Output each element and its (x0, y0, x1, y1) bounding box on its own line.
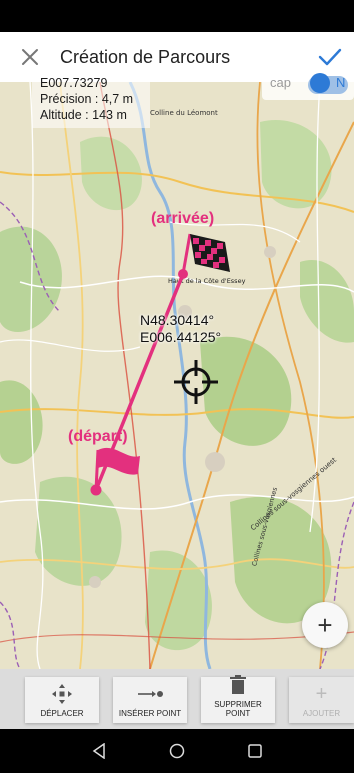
move-icon (51, 684, 73, 704)
place-label-colline: Colline du Léomont (150, 109, 218, 117)
add-icon: + (315, 682, 328, 705)
trash-icon (230, 675, 246, 695)
arrival-flag-icon[interactable] (178, 233, 230, 279)
map-background: Colline du Léomont Haut de la Côte d'Ess… (0, 82, 354, 669)
back-icon[interactable] (92, 743, 106, 759)
system-nav-bar (0, 729, 354, 773)
center-latitude: N48.30414° (140, 312, 215, 328)
status-bar (0, 0, 354, 32)
gps-precision: Précision : 4,7 m (40, 92, 134, 106)
cap-toggle-indicator: N (336, 75, 346, 90)
cap-toggle-knob[interactable] (310, 73, 330, 93)
map-view[interactable]: Colline du Léomont Haut de la Côte d'Ess… (0, 82, 354, 669)
gps-partial-line: E007.73279 (40, 76, 108, 90)
add-button[interactable]: + AJOUTER (289, 677, 354, 723)
arrival-label: (arrivée) (151, 210, 215, 227)
close-icon (22, 49, 38, 65)
gps-altitude: Altitude : 143 m (40, 108, 127, 122)
start-label: (départ) (68, 428, 128, 445)
cap-toggle-label: cap (270, 75, 291, 90)
confirm-button[interactable] (306, 32, 354, 82)
gps-info-panel: E007.73279 Précision : 4,7 m Altitude : … (32, 76, 150, 128)
start-flag-icon[interactable] (90, 447, 141, 496)
zoom-in-button[interactable]: + (302, 602, 348, 648)
check-icon (318, 48, 342, 66)
center-coordinates: N48.30414° E006.44125° (140, 312, 250, 346)
move-label: DÉPLACER (40, 709, 84, 718)
app-bar: Création de Parcours (0, 32, 354, 82)
home-icon[interactable] (169, 743, 185, 759)
recents-icon[interactable] (248, 744, 263, 758)
place-label-haut: Haut de la Côte d'Essey (168, 277, 246, 285)
insert-point-button[interactable]: INSÉRER POINT (113, 677, 187, 723)
page-title: Création de Parcours (60, 46, 231, 67)
insert-point-icon (136, 684, 164, 704)
add-label: AJOUTER (302, 709, 341, 718)
center-longitude: E006.44125° (140, 329, 222, 345)
close-button[interactable] (0, 32, 60, 82)
cap-toggle[interactable]: cap N (262, 70, 354, 100)
crosshair-icon (174, 360, 218, 404)
insert-point-label: INSÉRER POINT (118, 709, 182, 718)
move-button[interactable]: DÉPLACER (25, 677, 99, 723)
plus-icon: + (317, 609, 333, 640)
